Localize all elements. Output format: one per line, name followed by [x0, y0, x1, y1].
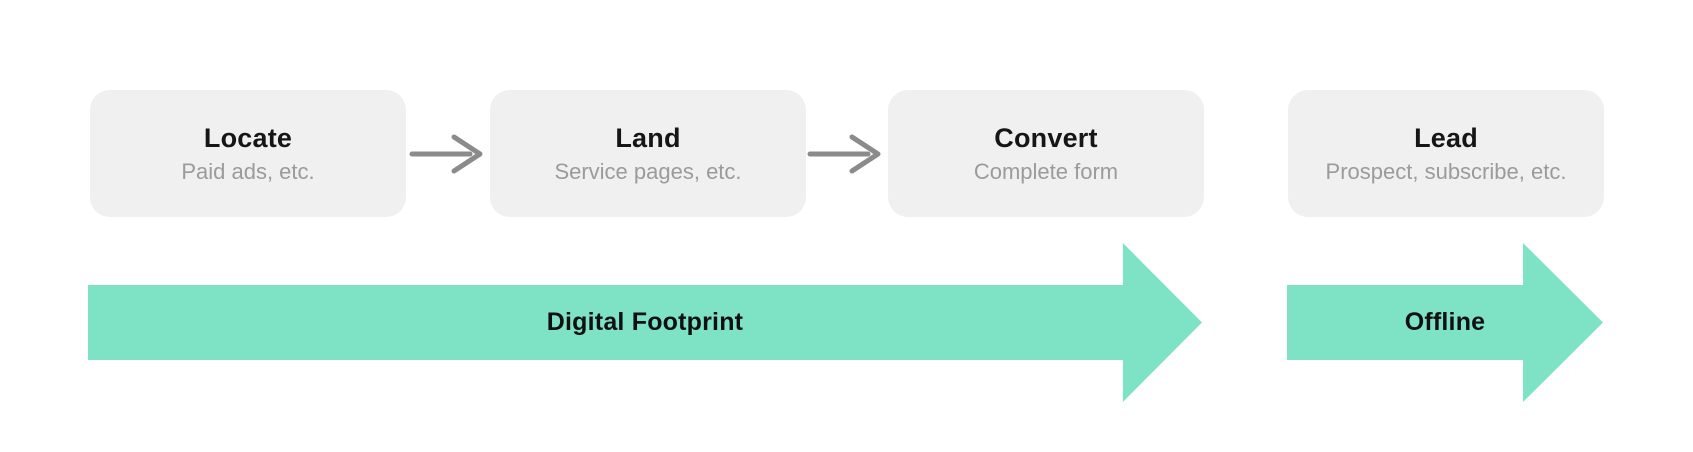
- right-arrow-icon: [409, 134, 483, 174]
- stage-box-land: Land Service pages, etc.: [490, 90, 806, 217]
- stage-subtitle: Prospect, subscribe, etc.: [1325, 158, 1567, 184]
- phase-label: Digital Footprint: [546, 308, 744, 336]
- offline-arrow: Offline: [1287, 243, 1603, 402]
- stage-box-locate: Locate Paid ads, etc.: [90, 90, 406, 217]
- digital-footprint-arrow: Digital Footprint: [88, 243, 1202, 402]
- stage-title: Convert: [994, 122, 1098, 153]
- stage-title: Land: [615, 122, 681, 153]
- right-arrow-icon: [807, 134, 881, 174]
- stage-subtitle: Service pages, etc.: [554, 158, 742, 184]
- stage-title: Locate: [203, 122, 293, 153]
- phase-label: Offline: [1404, 308, 1486, 336]
- stage-subtitle: Paid ads, etc.: [181, 158, 315, 184]
- stage-box-convert: Convert Complete form: [888, 90, 1204, 217]
- stage-subtitle: Complete form: [973, 158, 1119, 184]
- stage-box-lead: Lead Prospect, subscribe, etc.: [1288, 90, 1604, 217]
- stage-title: Lead: [1414, 122, 1478, 153]
